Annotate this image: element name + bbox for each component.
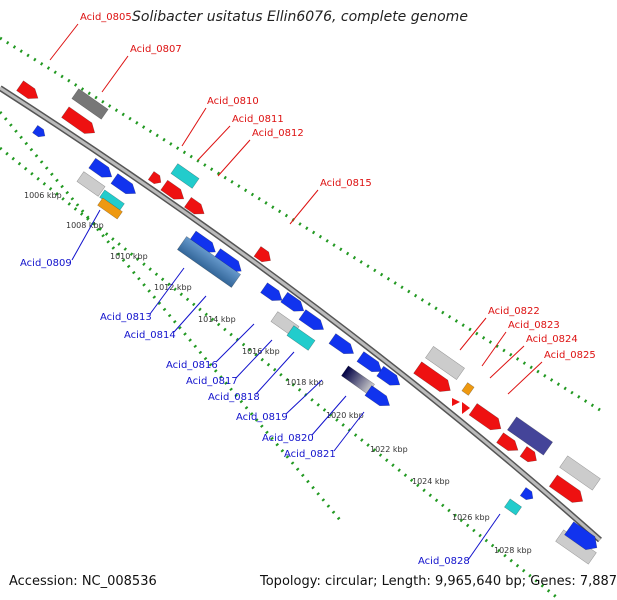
gene-feature — [298, 309, 324, 331]
gene-feature — [280, 291, 305, 312]
gene-feature — [507, 416, 553, 456]
reverse-gene-label: Acid_0809 — [20, 258, 72, 269]
gene-feature — [110, 173, 136, 195]
kbp-tick-label: 1028 kbp — [494, 546, 532, 555]
track-dotted-line — [0, 146, 561, 600]
forward-gene-label: Acid_0812 — [252, 128, 304, 139]
kbp-tick-label: 1012 kbp — [154, 283, 192, 292]
gene-feature — [170, 163, 200, 189]
gene-feature — [76, 171, 106, 197]
gene-feature — [548, 474, 584, 503]
gene-feature — [519, 446, 537, 463]
track-dotted-line — [0, 36, 601, 412]
gene-feature — [184, 197, 205, 215]
forward-label-leader — [489, 345, 525, 379]
kbp-tick-label: 1024 kbp — [412, 477, 450, 486]
gene-feature — [177, 236, 241, 288]
gene-feature — [462, 402, 470, 414]
genome-map: 1006 kbp 1008 kbp 1010 kbp 1012 kbp 1014 kbp… — [0, 12, 602, 600]
gene-feature — [97, 197, 123, 220]
reverse-gene-label: Acid_0817 — [186, 376, 238, 387]
reverse-label-leader — [333, 411, 365, 452]
gene-feature — [413, 361, 451, 392]
forward-gene-label: Acid_0805 — [80, 12, 132, 23]
reverse-gene-label: Acid_0819 — [236, 412, 288, 423]
reverse-gene-label: Acid_0818 — [208, 392, 260, 403]
gene-feature — [468, 403, 502, 431]
topology-text: Topology: circular; Length: 9,965,640 bp… — [260, 574, 617, 589]
forward-gene-label: Acid_0825 — [544, 350, 596, 361]
gene-feature — [461, 382, 475, 396]
forward-gene-label: Acid_0824 — [526, 334, 578, 345]
gene-feature — [61, 106, 96, 134]
reverse-label-leader — [215, 323, 255, 363]
reverse-gene-label: Acid_0814 — [124, 330, 176, 341]
kbp-tick-label: 1014 kbp — [198, 315, 236, 324]
gene-feature — [519, 487, 534, 501]
gene-feature — [88, 157, 113, 178]
kbp-tick-label: 1006 kbp — [24, 191, 62, 200]
gene-feature — [425, 346, 465, 380]
accession-text: Accession: NC_008536 — [9, 574, 157, 589]
gene-feature — [286, 325, 316, 351]
forward-label-leader — [507, 361, 543, 395]
reverse-label-leader — [235, 339, 273, 379]
kbp-tick-label: 1018 kbp — [286, 378, 324, 387]
reverse-label-leader — [467, 513, 501, 561]
forward-label-leader — [481, 331, 507, 367]
reverse-label-leader — [173, 295, 207, 333]
forward-gene-label: Acid_0815 — [320, 178, 372, 189]
kbp-tick-label: 1010 kbp — [110, 252, 148, 261]
forward-gene-label: Acid_0822 — [488, 306, 540, 317]
gene-feature — [253, 246, 271, 263]
reverse-label-leader — [71, 209, 101, 261]
gene-feature — [160, 179, 185, 200]
gene-feature — [16, 80, 39, 99]
forward-label-leader — [459, 317, 487, 351]
reverse-gene-label: Acid_0828 — [418, 556, 470, 567]
forward-gene-label: Acid_0807 — [130, 44, 182, 55]
reverse-label-leader — [149, 267, 185, 315]
forward-label-leader — [289, 189, 319, 225]
reverse-label-leader — [255, 351, 295, 395]
forward-label-leader — [197, 125, 231, 161]
forward-label-leader — [181, 107, 207, 147]
reverse-gene-label: Acid_0820 — [262, 433, 314, 444]
gene-feature — [559, 455, 601, 491]
forward-label-leader — [49, 23, 79, 61]
gene-feature — [452, 398, 460, 406]
reverse-label-leader — [311, 395, 347, 436]
gene-feature — [364, 385, 390, 407]
forward-gene-label: Acid_0823 — [508, 320, 560, 331]
kbp-tick-label: 1008 kbp — [66, 221, 104, 230]
gene-feature — [376, 365, 401, 386]
gene-feature — [71, 88, 109, 120]
gene-feature — [496, 432, 519, 451]
gene-feature — [328, 333, 354, 355]
forward-gene-label: Acid_0811 — [232, 114, 284, 125]
forward-gene-label: Acid_0810 — [207, 96, 259, 107]
reverse-label-leader — [285, 379, 323, 415]
forward-label-leader — [217, 139, 251, 177]
gene-feature — [356, 351, 382, 373]
map-title: Solibacter usitatus Ellin6076, complete … — [132, 9, 468, 25]
reverse-gene-label: Acid_0821 — [284, 449, 336, 460]
gene-feature — [504, 498, 522, 516]
kbp-tick-label: 1026 kbp — [452, 513, 490, 522]
gene-feature — [32, 125, 46, 138]
reverse-gene-label: Acid_0813 — [100, 312, 152, 323]
forward-label-leader — [101, 55, 129, 93]
kbp-tick-label: 1020 kbp — [326, 411, 364, 420]
backbone-line — [0, 86, 601, 542]
track-dotted-line — [0, 111, 342, 521]
gene-feature — [260, 282, 283, 301]
gene-feature — [147, 171, 162, 185]
gene-feature — [564, 521, 598, 550]
reverse-gene-label: Acid_0816 — [166, 360, 218, 371]
kbp-tick-label: 1022 kbp — [370, 445, 408, 454]
